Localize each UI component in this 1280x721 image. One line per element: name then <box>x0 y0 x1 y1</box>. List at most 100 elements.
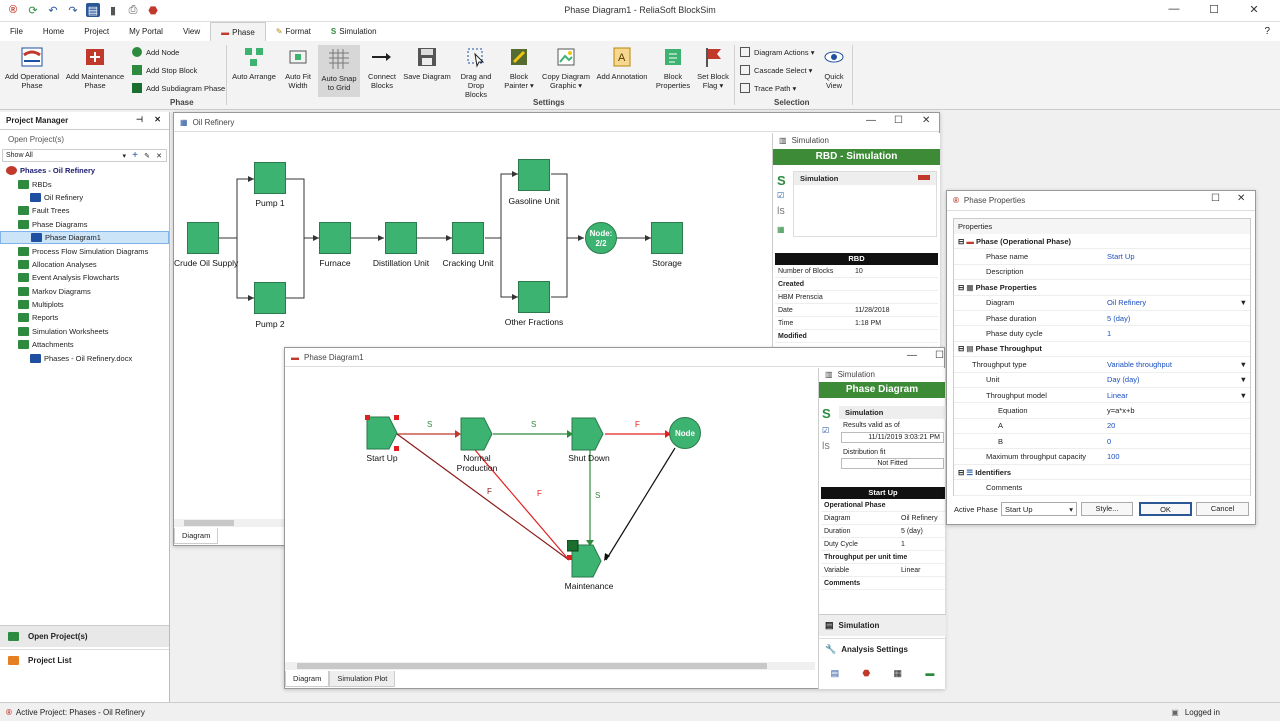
rbd-block-other-fractions[interactable] <box>518 281 550 313</box>
rbd-block-pump-2[interactable] <box>254 282 286 314</box>
tree-item[interactable]: RBDs <box>0 177 169 190</box>
table-icon[interactable]: ▤ <box>830 668 840 678</box>
simulation-settings-icon[interactable]: ☑ <box>822 426 830 435</box>
minimize-icon[interactable]: — <box>907 350 917 361</box>
quick-view-button[interactable]: Quick View <box>820 45 848 90</box>
rbd-block-distillation-unit[interactable] <box>385 222 417 254</box>
tree-item-selected[interactable]: Phase Diagram1 <box>0 230 169 245</box>
phase-name-field[interactable]: Start Up <box>1107 252 1135 262</box>
maximize-icon[interactable]: ☐ <box>1209 4 1219 16</box>
tree-item[interactable]: Markov Diagrams <box>0 285 169 298</box>
maximize-icon[interactable]: ☐ <box>1211 193 1220 204</box>
tree-item[interactable]: Event Analysis Flowcharts <box>0 271 169 284</box>
open-projects-tab[interactable]: Open Project(s) <box>0 625 169 647</box>
trace-path-button[interactable]: Trace Path ▾ <box>740 83 796 93</box>
tree-item[interactable]: Reports <box>0 311 169 324</box>
rbd-block-storage[interactable] <box>651 222 683 254</box>
minimize-icon[interactable]: — <box>866 115 876 126</box>
phase-start-up[interactable] <box>365 415 399 451</box>
phase-normal-production[interactable] <box>460 417 494 451</box>
simulation-icon[interactable]: S <box>777 173 786 188</box>
tree-item[interactable]: Fault Trees <box>0 204 169 217</box>
diagram-field[interactable]: Oil Refinery <box>1107 298 1147 308</box>
menu-home[interactable]: Home <box>42 27 65 36</box>
tab-diagram[interactable]: Diagram <box>285 671 330 687</box>
tab-simulation-plot[interactable]: Simulation Plot <box>329 671 396 687</box>
undo-icon[interactable]: ↶ <box>48 4 58 17</box>
tree-item[interactable]: Attachments <box>0 338 169 351</box>
minimize-icon[interactable]: — <box>1168 3 1180 15</box>
page-icon[interactable]: ▮ <box>109 4 117 17</box>
tree-item[interactable]: Multiplots <box>0 298 169 311</box>
simulation-icon[interactable]: S <box>822 406 831 421</box>
active-phase-dropdown[interactable]: Start Up▾ <box>1001 502 1077 516</box>
print-icon[interactable]: ⎙ <box>128 3 138 16</box>
help-icon[interactable]: ? <box>1264 26 1270 37</box>
rbd-block-furnace[interactable] <box>319 222 351 254</box>
add-node-button[interactable]: Add Node <box>132 47 179 57</box>
add-annotation-button[interactable]: A Add Annotation <box>595 45 649 81</box>
analysis-settings-tab[interactable]: 🔧Analysis Settings <box>819 638 946 660</box>
dropdown-arrow-icon[interactable]: ▼ <box>1239 298 1247 308</box>
menu-project[interactable]: Project <box>84 27 110 36</box>
tree-item[interactable]: Allocation Analyses <box>0 258 169 271</box>
maximize-icon[interactable]: ☐ <box>894 115 903 126</box>
category-identifiers[interactable]: ⊟ ☰ Identifiers <box>954 464 1250 481</box>
add-stop-block-button[interactable]: Add Stop Block <box>132 65 197 75</box>
dropdown-arrow-icon[interactable]: ▼ <box>1239 390 1247 400</box>
save-diagram-button[interactable]: Save Diagram <box>403 45 451 81</box>
filter-dropdown[interactable]: Show All ▾ + ✎ ✕ <box>2 149 167 162</box>
phase-shut-down[interactable] <box>571 417 605 451</box>
refresh-icon[interactable]: ⟳ <box>28 4 38 17</box>
cascade-select-button[interactable]: Cascade Select ▾ <box>740 65 812 75</box>
block-painter-button[interactable]: Block Painter ▾ <box>500 45 538 90</box>
diagram-actions-button[interactable]: Diagram Actions ▾ <box>740 47 814 57</box>
rbd-node[interactable]: Node: 2/2 <box>585 222 617 254</box>
cancel-button[interactable]: Cancel <box>1196 502 1249 516</box>
menu-view[interactable]: View <box>182 27 201 36</box>
category-phase-properties[interactable]: ⊟ ▦ Phase Properties <box>954 280 1250 296</box>
stop-icon[interactable]: ⬣ <box>148 4 158 17</box>
tree-item[interactable]: Phases - Oil Refinery <box>0 164 169 177</box>
tree-item[interactable]: Phase Diagrams <box>0 218 169 231</box>
simulation-settings-icon[interactable]: ☑ <box>777 191 785 200</box>
ok-button[interactable]: OK <box>1139 502 1192 516</box>
add-operational-phase-button[interactable]: Add Operational Phase <box>4 45 60 90</box>
param-a-field[interactable]: 20 <box>1107 421 1116 431</box>
tree-item[interactable]: Phases - Oil Refinery.docx <box>0 351 169 364</box>
table-icon[interactable]: ▦ <box>777 225 785 234</box>
dropdown-arrow-icon[interactable]: ▼ <box>1239 375 1247 385</box>
menu-file[interactable]: File <box>10 27 23 36</box>
drag-drop-blocks-button[interactable]: Drag and Drop Blocks <box>456 45 496 99</box>
set-block-flag-button[interactable]: Set Block Flag ▾ <box>696 45 730 90</box>
menu-format[interactable]: ✎Format <box>266 22 321 41</box>
add-icon[interactable]: + <box>132 150 138 161</box>
style-button[interactable]: Style... <box>1081 502 1133 516</box>
layout-icon[interactable]: ▤ <box>86 3 100 17</box>
menu-my-portal[interactable]: My Portal <box>129 27 163 36</box>
menu-phase[interactable]: ▬Phase <box>210 22 266 41</box>
simulation-tab[interactable]: ▤Simulation <box>819 614 946 636</box>
connect-blocks-button[interactable]: Connect Blocks <box>366 45 398 90</box>
rbd-block-gasoline-unit[interactable] <box>518 159 550 191</box>
green-bar-icon[interactable]: ▬ <box>925 668 935 678</box>
auto-fit-width-button[interactable]: Auto Fit Width <box>282 45 314 90</box>
maximize-icon[interactable]: ☐ <box>935 350 944 361</box>
project-list-tab[interactable]: Project List <box>0 649 169 671</box>
phase-duration-field[interactable]: 5 (day) <box>1107 313 1131 323</box>
tree-item[interactable]: Oil Refinery <box>0 191 169 204</box>
unit-field[interactable]: Day (day) <box>1107 375 1140 385</box>
max-capacity-field[interactable]: 100 <box>1107 452 1120 462</box>
close-icon[interactable]: ✕ <box>922 115 931 126</box>
pin-icon[interactable]: ⊣ <box>136 115 143 124</box>
add-maintenance-phase-button[interactable]: Add Maintenance Phase <box>64 45 126 90</box>
close-icon[interactable]: ✕ <box>1237 193 1246 204</box>
worksheet-icon[interactable]: ▦ <box>893 668 903 678</box>
auto-arrange-button[interactable]: Auto Arrange <box>230 45 278 81</box>
phase-node[interactable]: Node <box>669 417 701 449</box>
rbd-block-cracking-unit[interactable] <box>452 222 484 254</box>
throughput-type-field[interactable]: Variable throughput <box>1107 359 1172 369</box>
edit-icon[interactable]: ✎ <box>144 152 150 160</box>
stop-icon[interactable]: ⬣ <box>862 668 871 678</box>
category-throughput[interactable]: ⊟ ▤ Phase Throughput <box>954 341 1250 358</box>
